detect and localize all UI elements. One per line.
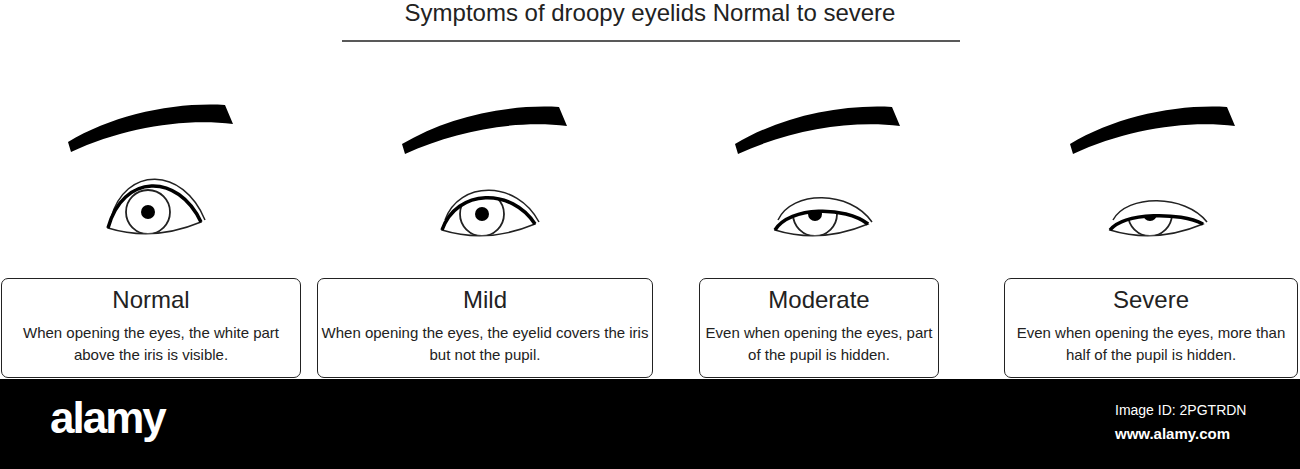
image-id: Image ID: 2PGTRDN: [1115, 402, 1246, 419]
severity-description: When opening the eyes, the white part ab…: [5, 322, 297, 366]
diagram-title: Symptoms of droopy eyelids Normal to sev…: [0, 0, 1300, 28]
severity-description: Even when opening the eyes, more than ha…: [1008, 322, 1294, 366]
severity-box: MildWhen opening the eyes, the eyelid co…: [317, 278, 653, 378]
severity-box: NormalWhen opening the eyes, the white p…: [1, 278, 301, 378]
severity-box: ModerateEven when opening the eyes, part…: [699, 278, 939, 378]
severity-box: SevereEven when opening the eyes, more t…: [1004, 278, 1298, 378]
watermark-logo: alamy: [50, 392, 165, 445]
severity-description: When opening the eyes, the eyelid covers…: [321, 322, 649, 366]
title-rule: [342, 40, 960, 42]
watermark-bar: [0, 379, 1300, 469]
severity-heading: Normal: [5, 285, 297, 315]
severity-heading: Severe: [1008, 285, 1294, 315]
moderate-eye: [735, 107, 900, 236]
watermark-url: www.alamy.com: [1115, 425, 1230, 443]
mild-eye: [402, 107, 567, 236]
severity-heading: Moderate: [703, 285, 935, 315]
normal-eye: [68, 105, 233, 234]
severity-heading: Mild: [321, 285, 649, 315]
severity-description: Even when opening the eyes, part of the …: [703, 322, 935, 366]
severe-eye: [1070, 107, 1235, 236]
